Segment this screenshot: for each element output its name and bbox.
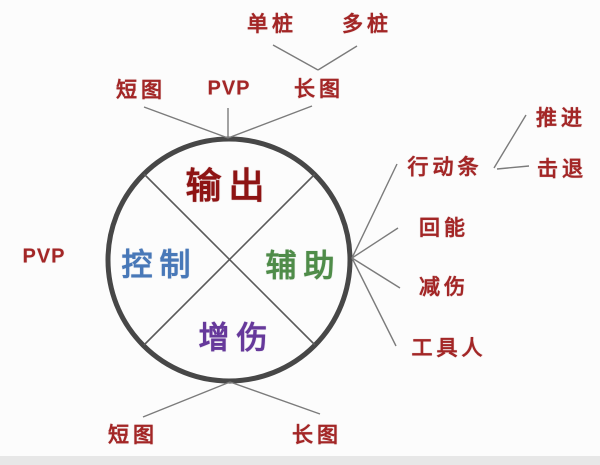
label-top-short-chart: 短图 (116, 79, 166, 102)
quadrant-label-output: 输出 (185, 165, 272, 206)
connector-actionbar-knockback (496, 165, 530, 170)
quadrant-label-control: 控制 (121, 247, 198, 283)
connector-long-multi (317, 45, 358, 71)
label-bottom-short-chart: 短图 (108, 424, 158, 447)
connector-actionbar-push (493, 114, 527, 169)
quadrant-label-boost: 增伤 (198, 320, 275, 356)
label-action-bar: 行动条 (407, 156, 483, 179)
connector-bottom-short (142, 381, 231, 418)
label-push-forward: 推进 (536, 107, 586, 130)
divider-diagonal-ne-sw (143, 173, 316, 346)
label-multi-target: 多桩 (342, 13, 392, 36)
label-bottom-long-chart: 长图 (292, 424, 342, 447)
quadrant-label-assist: 辅助 (265, 248, 342, 284)
label-single-target: 单桩 (247, 13, 297, 36)
connector-right-energy (351, 227, 399, 259)
label-top-pvp: PVP (207, 77, 251, 100)
label-push-back: 击退 (537, 158, 587, 181)
label-energy-regen: 回能 (419, 217, 469, 240)
bottom-edge-strip (0, 456, 600, 465)
connector-bottom-long (229, 381, 321, 415)
connector-right-dmgreduce (351, 257, 401, 289)
label-top-long-chart: 长图 (294, 78, 344, 101)
main-circle (105, 136, 353, 384)
connector-right-toolperson (351, 257, 397, 347)
connector-right-actionbar (351, 163, 398, 259)
connector-long-single (272, 44, 319, 71)
connector-top-long (227, 105, 313, 139)
label-tool-person: 工具人 (411, 337, 487, 360)
label-left-pvp: PVP (22, 245, 66, 268)
label-damage-reduction: 减伤 (419, 276, 469, 299)
connector-top-short (143, 106, 229, 139)
